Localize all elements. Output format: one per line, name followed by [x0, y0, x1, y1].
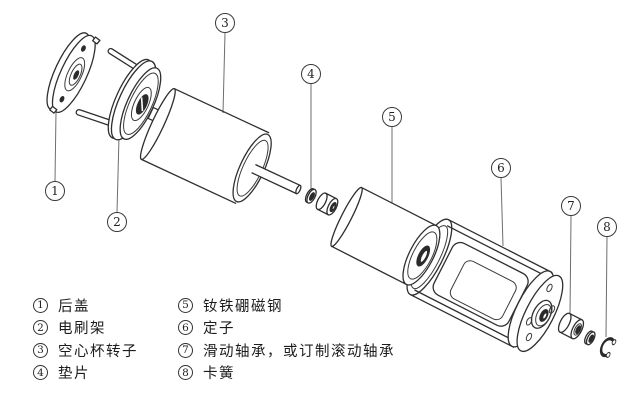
legend-label-rear-cover: 后盖	[58, 298, 90, 315]
leader-line-8	[605, 236, 608, 338]
legend-column-2: 5 钕铁硼磁钢 6 定子 7 滑动轴承，或订制滚动轴承 8 卡簧	[178, 296, 395, 382]
part-shim-washer	[304, 188, 317, 204]
legend-item-7: 7 滑动轴承，或订制滚动轴承	[178, 341, 395, 360]
leader-line-6	[500, 177, 504, 247]
legend-label-bearing: 滑动轴承，或订制滚动轴承	[203, 343, 395, 360]
legend-label-shim: 垫片	[58, 366, 90, 382]
leader-line-7	[569, 215, 572, 317]
part-stator	[406, 218, 564, 353]
legend-item-4: 4 垫片	[33, 364, 138, 382]
callout-2: 2	[107, 212, 127, 232]
legend-column-1: 1 后盖 2 电刷架 3 空心杯转子 4 垫片	[33, 296, 138, 382]
callout-7: 7	[561, 196, 581, 216]
leader-line-3	[222, 32, 226, 114]
part-bearing	[557, 312, 585, 340]
callout-4: 4	[301, 64, 321, 84]
legend-number-6: 6	[178, 320, 193, 335]
legend-item-1: 1 后盖	[33, 296, 138, 315]
legend-number-1: 1	[33, 297, 48, 313]
legend-item-2: 2 电刷架	[33, 319, 138, 337]
legend-number-7: 7	[178, 342, 193, 358]
callout-5: 5	[382, 107, 402, 127]
legend-label-rotor: 空心杯转子	[58, 343, 138, 360]
legend-number-8: 8	[178, 365, 193, 380]
part-magnet	[330, 186, 441, 286]
callout-8: 8	[597, 217, 617, 237]
legend-number-4: 4	[33, 365, 48, 380]
leader-lines	[54, 32, 608, 338]
legend-label-brush-holder: 电刷架	[58, 321, 106, 337]
legend-label-stator: 定子	[203, 321, 235, 337]
callout-3: 3	[215, 13, 235, 33]
legend-label-magnet: 钕铁硼磁钢	[203, 298, 283, 315]
legend-number-3: 3	[33, 342, 48, 358]
part-small-washer	[584, 330, 596, 346]
legend-item-6: 6 定子	[178, 319, 395, 337]
legend-item-3: 3 空心杯转子	[33, 341, 138, 360]
part-front-bearing	[315, 192, 339, 216]
callout-6: 6	[491, 158, 511, 178]
legend-item-5: 5 钕铁硼磁钢	[178, 296, 395, 315]
part-rear-cover	[46, 32, 101, 114]
legend-label-circlip: 卡簧	[203, 366, 235, 382]
leader-line-2	[116, 136, 120, 213]
part-circlip	[599, 337, 617, 358]
leader-line-1	[54, 111, 57, 182]
callout-1: 1	[45, 181, 65, 201]
legend-number-2: 2	[33, 320, 48, 335]
part-brush-holder	[75, 47, 162, 141]
legend-item-8: 8 卡簧	[178, 364, 395, 382]
legend-number-5: 5	[178, 297, 193, 313]
